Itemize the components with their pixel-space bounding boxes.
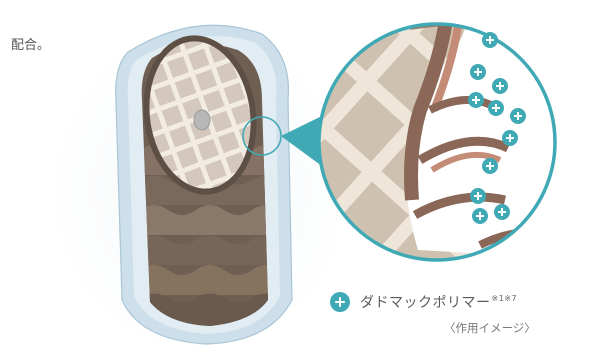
magnified-view [300, 0, 595, 300]
image-caption: 〈作用イメージ〉 [444, 320, 536, 336]
cut-off-text: 配合。 [0, 34, 50, 53]
legend: ダドマックポリマー※1※7 [330, 292, 517, 312]
legend-footnote: ※1※7 [492, 294, 518, 303]
legend-label: ダドマックポリマー※1※7 [360, 292, 517, 312]
plus-circle-icon [330, 292, 350, 312]
legend-label-text: ダドマックポリマー [360, 295, 491, 311]
hair-medulla [194, 110, 210, 130]
